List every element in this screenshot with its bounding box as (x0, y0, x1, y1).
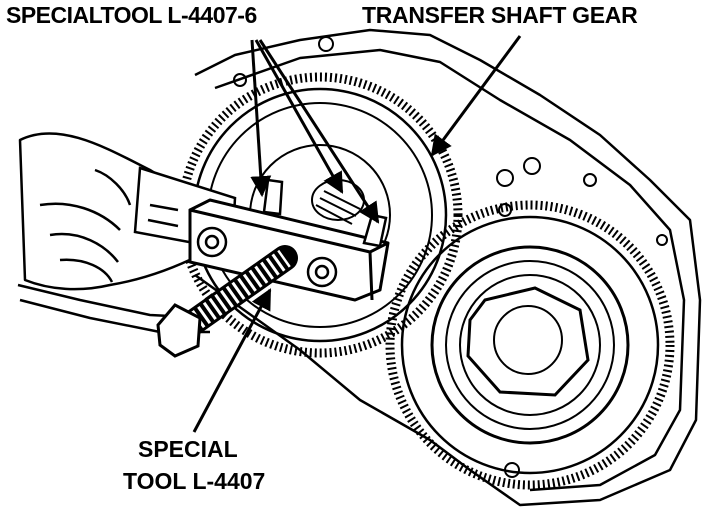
arrow-tool-6-right (258, 39, 380, 224)
output-gear (385, 200, 675, 490)
transmission-case (17, 28, 702, 507)
arrow-tool-6-mid (254, 39, 344, 194)
arrow-tool (192, 288, 272, 433)
hex-nut (466, 286, 590, 397)
label-special-tool-line1: SPECIAL (138, 436, 238, 462)
case-bolt-bosses (233, 36, 668, 478)
label-special-tool-l-4407-6: SPECIALTOOL L-4407-6 (6, 2, 257, 28)
puller-bolts (196, 178, 388, 288)
arrow-gear (430, 35, 522, 157)
nut-bore (493, 305, 563, 375)
arrow-tool-6-left (250, 39, 272, 198)
leader-arrows (192, 35, 522, 433)
label-transfer-shaft-gear: TRANSFER SHAFT GEAR (362, 2, 638, 28)
forcing-screw (156, 245, 298, 358)
label-special-tool-line2: TOOL L-4407 (123, 468, 266, 494)
